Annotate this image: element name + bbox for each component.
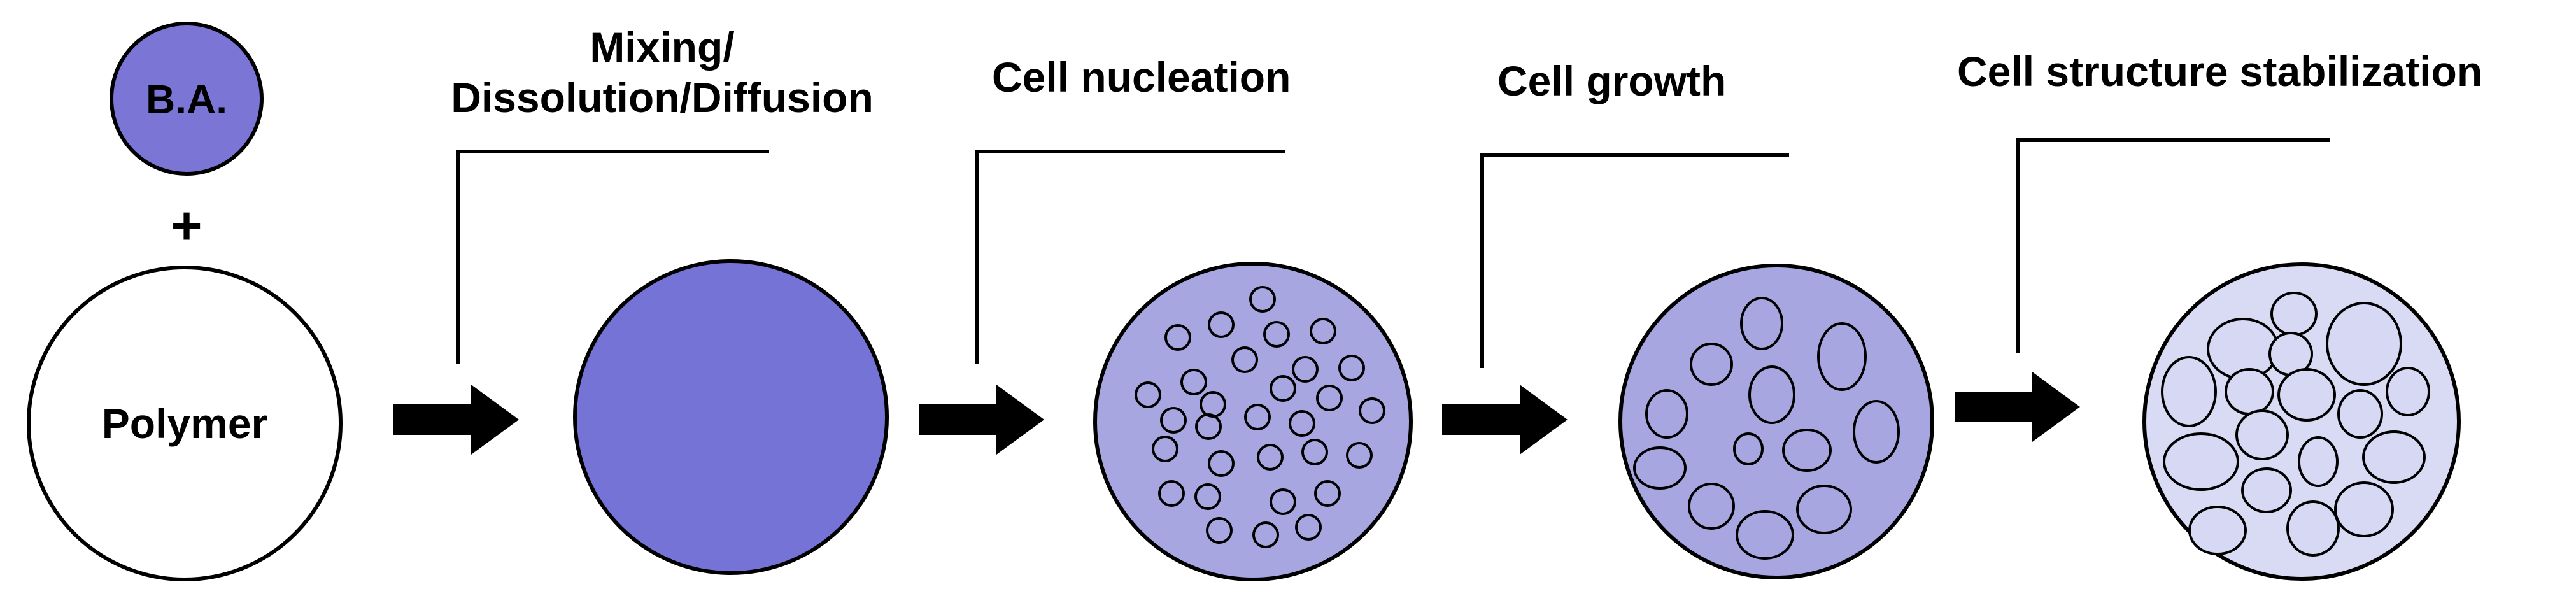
stage-label-growth: Cell growth bbox=[1497, 57, 1727, 104]
bracket-connector-icon bbox=[1480, 153, 1789, 368]
stabilized-bubbles bbox=[2161, 292, 2430, 557]
bracket-connector-icon bbox=[456, 150, 769, 364]
blowing-agent-label: B.A. bbox=[146, 76, 227, 122]
right-arrow-icon bbox=[393, 385, 519, 455]
polymer-circle bbox=[27, 266, 343, 581]
polymer-label: Polymer bbox=[102, 400, 267, 447]
plus-sign: + bbox=[171, 195, 202, 255]
stage-label-mixing-line2: Dissolution/Diffusion bbox=[451, 74, 874, 122]
bracket-connector-icon bbox=[2016, 138, 2330, 353]
growth-circle bbox=[1618, 264, 1934, 579]
mixed-melt-circle bbox=[573, 259, 889, 575]
stabilized-circle bbox=[2142, 262, 2461, 581]
stage-label-mixing-line1: Mixing/ bbox=[590, 24, 735, 71]
nucleus-bubbles bbox=[1135, 286, 1385, 548]
stage-label-nucleation: Cell nucleation bbox=[992, 53, 1291, 101]
right-arrow-icon bbox=[1955, 372, 2080, 442]
right-arrow-icon bbox=[1442, 385, 1568, 455]
blowing-agent-circle bbox=[110, 22, 264, 176]
right-arrow-icon bbox=[919, 385, 1044, 455]
nucleation-circle bbox=[1093, 262, 1413, 581]
bracket-connector-icon bbox=[975, 150, 1285, 364]
stage-label-stabilization: Cell structure stabilization bbox=[1957, 48, 2483, 95]
growing-bubbles bbox=[1633, 297, 1900, 560]
stage-label-mixing: Mixing/ Dissolution/Diffusion bbox=[414, 22, 910, 123]
